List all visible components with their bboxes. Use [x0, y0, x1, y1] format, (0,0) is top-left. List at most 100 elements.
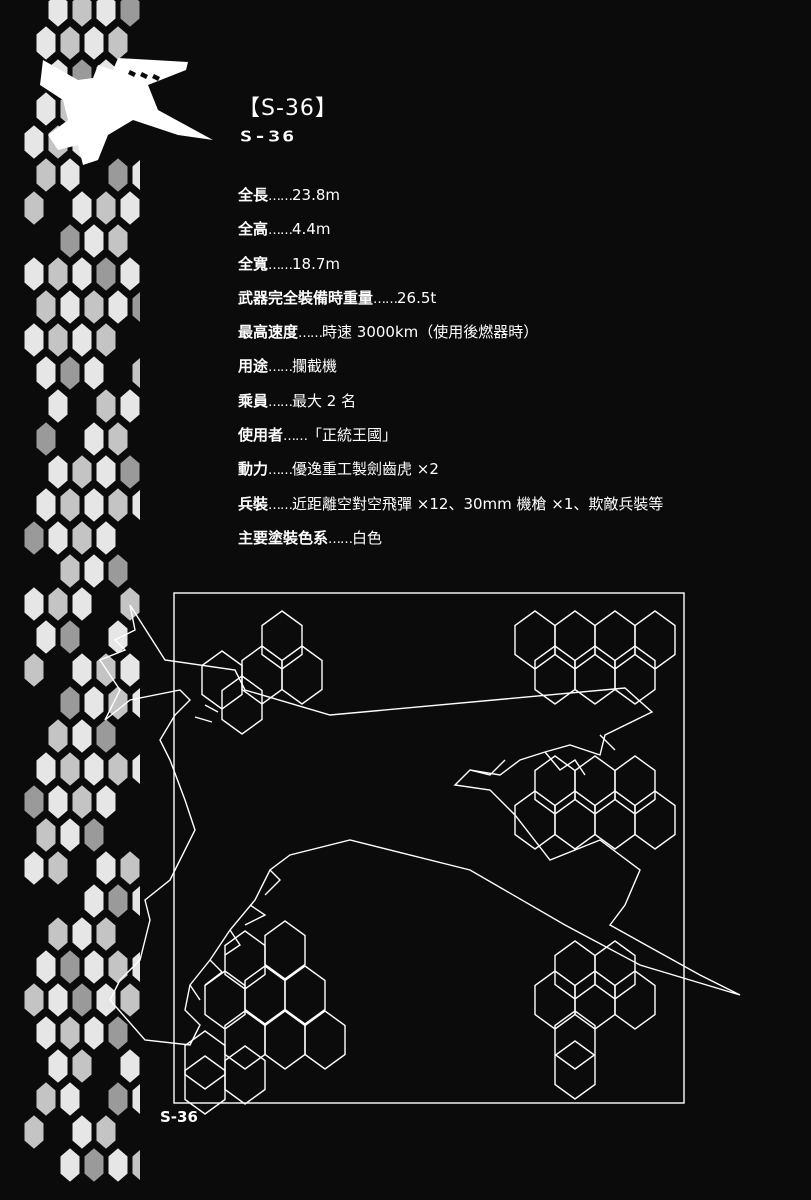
spec-label: 兵裝 — [238, 494, 269, 513]
spec-label: 乘員 — [238, 391, 269, 410]
hexagon-cell — [46, 716, 70, 756]
hexagon-cell — [94, 254, 118, 294]
hexagon-cell — [94, 1112, 118, 1152]
spec-separator: …… — [268, 497, 293, 513]
hexagon-cell — [82, 485, 106, 525]
spec-value: 白色 — [352, 528, 383, 547]
hexagon-cell — [106, 1079, 130, 1119]
spec-label: 全長 — [238, 186, 269, 204]
hexagon-cell — [34, 617, 58, 657]
hexagon-cell — [34, 815, 58, 855]
hexagon-cell — [46, 1046, 70, 1086]
hexagon-cell — [58, 551, 82, 591]
diagram-frame — [173, 592, 685, 1104]
hexagon-cell — [106, 683, 130, 723]
diagram-hexagon — [614, 645, 656, 705]
hexagon-cell — [46, 518, 70, 558]
hexagon-cell — [58, 23, 82, 63]
diagram-hexagon — [634, 790, 676, 850]
spec-label: 全高 — [238, 220, 269, 239]
hexagon-cell — [118, 0, 140, 30]
hexagon-cell — [94, 386, 118, 426]
hexagon-cell — [22, 848, 46, 888]
hexagon-cell — [118, 980, 140, 1020]
spec-row: 全高……4.4m — [238, 212, 663, 246]
spec-row: 兵裝……近距離空對空飛彈 ×12、30mm 機槍 ×1、欺敵兵裝等 — [238, 487, 663, 521]
title-logo: S-36 — [240, 127, 297, 145]
hexagon-cell — [34, 749, 58, 789]
hexagon-cell — [70, 584, 94, 624]
aircraft-silhouette-icon — [40, 58, 213, 165]
spec-row: 全寬……18.7m — [238, 247, 663, 281]
spec-value: 26.5t — [397, 288, 437, 307]
spec-label: 使用者 — [238, 426, 284, 445]
spec-label: 武器完全裝備時重量 — [238, 288, 374, 307]
hexagon-cell — [58, 155, 82, 195]
hexagon-cell — [22, 254, 46, 294]
hexagon-cell — [94, 782, 118, 822]
hexagon-cell — [82, 1013, 106, 1053]
hexagon-cell — [130, 685, 140, 721]
hexagon-cell — [94, 980, 118, 1020]
spec-value: 4.4m — [292, 220, 331, 239]
spec-label: 用途 — [238, 357, 269, 376]
spec-row: 使用者……「正統王國」 — [238, 418, 663, 452]
hexagon-cell — [94, 848, 118, 888]
aircraft-detail-lines — [189, 704, 616, 1001]
hexagon-cell — [82, 947, 106, 987]
hexagon-cell — [22, 584, 46, 624]
spec-separator: …… — [268, 223, 293, 239]
hexagon-cell — [70, 452, 94, 492]
spec-label: 全寬 — [238, 254, 269, 273]
aircraft-outline — [98, 604, 741, 1046]
spec-row: 用途……攔截機 — [238, 349, 663, 383]
hexagon-cell — [82, 353, 106, 393]
hexagon-cell — [118, 848, 140, 888]
hexagon-cell — [82, 23, 106, 63]
hexagon-cell — [58, 815, 82, 855]
hexagon-cell — [118, 188, 140, 228]
hexagon-cell — [70, 650, 94, 690]
hexagon-cell — [82, 881, 106, 921]
hexagon-cell — [106, 551, 130, 591]
hexagon-cell — [118, 1046, 140, 1086]
hexagon-pattern-strip — [22, 0, 140, 1185]
hexagon-cell — [46, 0, 70, 30]
spec-list: 全長……23.8m 全高……4.4m 全寬……18.7m 武器完全裝備時重量……… — [238, 178, 663, 555]
spec-value: 近距離空對空飛彈 ×12、30mm 機槍 ×1、欺敵兵裝等 — [292, 494, 664, 513]
spec-separator: …… — [268, 463, 293, 479]
hexagon-cell — [82, 815, 106, 855]
spec-value: 時速 3000km（使用後燃器時） — [322, 323, 539, 342]
hexagon-cell — [70, 254, 94, 294]
page-code: S-36 — [160, 1108, 198, 1126]
hexagon-cell — [34, 155, 58, 195]
hexagon-cell — [106, 749, 130, 789]
diagram-hexagon — [284, 965, 326, 1025]
hexagon-cell — [82, 683, 106, 723]
aircraft-outline-diagram — [98, 592, 741, 1115]
spec-row: 乘員……最大 2 名 — [238, 384, 663, 418]
hexagon-cell — [82, 419, 106, 459]
hexagon-cell — [94, 0, 118, 30]
hexagon-cell — [70, 980, 94, 1020]
diagram-hexagon — [224, 1045, 266, 1105]
spec-separator: …… — [298, 326, 323, 342]
hexagon-cell — [46, 320, 70, 360]
hexagon-cell — [70, 0, 94, 30]
hexagon-cell — [130, 487, 140, 523]
spec-separator: …… — [328, 531, 353, 547]
hexagon-cell — [34, 287, 58, 327]
diagram-hexagon — [184, 1030, 226, 1090]
hexagon-cell — [82, 287, 106, 327]
hexagon-cell — [106, 1013, 130, 1053]
hexagon-cell — [82, 1145, 106, 1185]
hexagon-cell — [58, 353, 82, 393]
spec-separator: …… — [268, 189, 293, 204]
spec-separator: …… — [373, 291, 398, 307]
hexagon-cell — [58, 1145, 82, 1185]
hexagon-cell — [130, 355, 140, 391]
hexagon-cell — [130, 289, 140, 325]
hexagon-cell — [46, 980, 70, 1020]
hexagon-cell — [106, 287, 130, 327]
hexagon-cell — [118, 386, 140, 426]
